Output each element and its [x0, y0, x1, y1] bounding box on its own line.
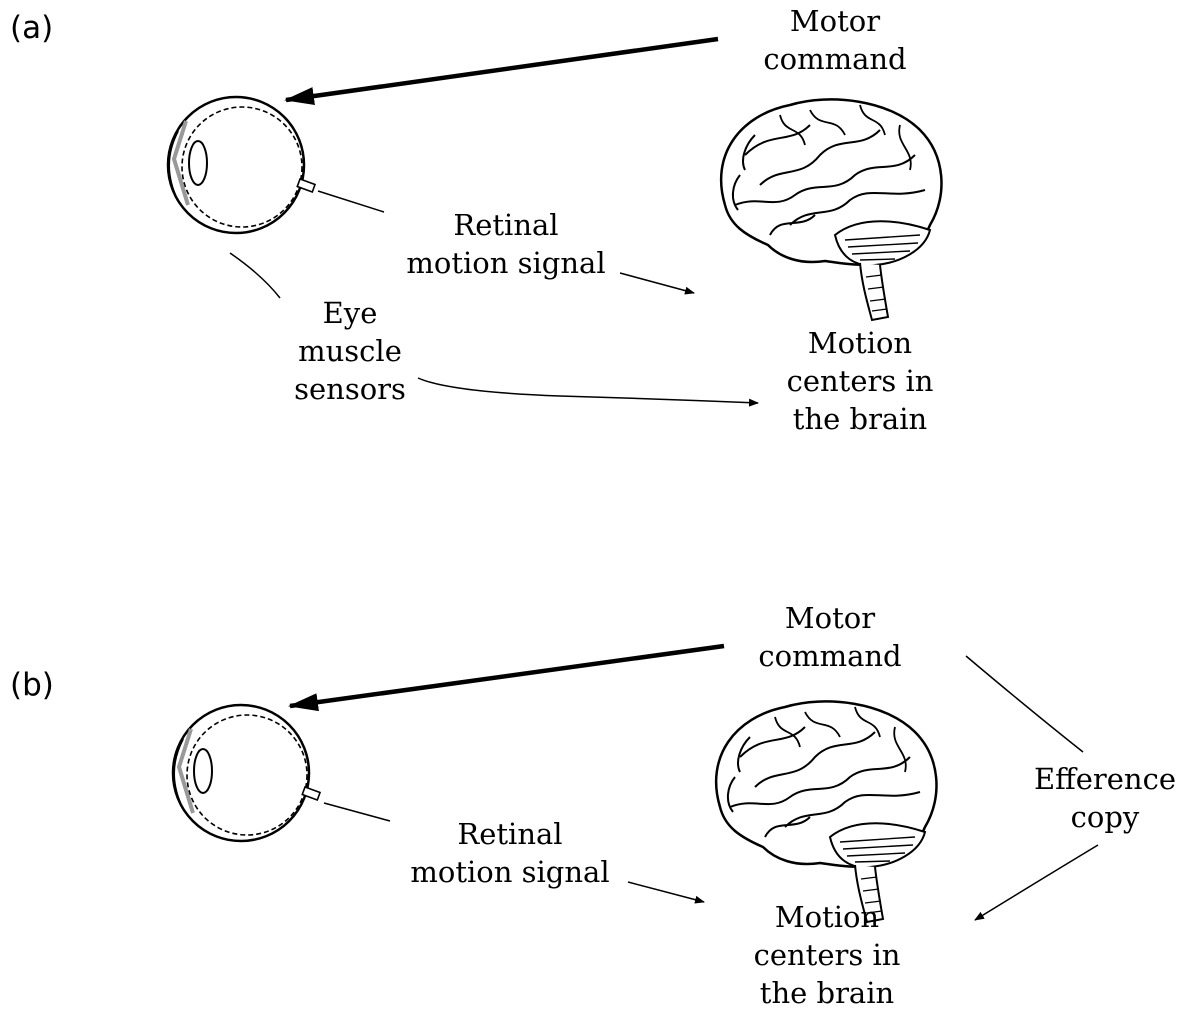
eye-muscle-connector	[229, 252, 281, 299]
motor-command-line-1: Motor	[789, 4, 881, 38]
retinal-signal-line-2: motion signal	[410, 855, 610, 889]
retinal-signal-arrow	[627, 881, 705, 904]
efference-copy-line-1: Efference	[1033, 762, 1177, 796]
motion-centers-line-3: the brain	[759, 976, 895, 1010]
motor-command-line-2: command	[758, 639, 902, 673]
retinal-signal-label: Retinal motion signal	[376, 206, 636, 282]
eye-muscle-arrow	[417, 377, 759, 407]
brain-icon	[719, 98, 943, 322]
eyeball-icon	[166, 95, 318, 235]
motor-command-label: Motor command	[715, 599, 945, 675]
retinal-signal-line-1: Retinal	[457, 817, 563, 851]
efference-copy-label: Efference copy	[1024, 760, 1186, 836]
retinal-signal-connector	[317, 190, 385, 213]
panel-a	[166, 36, 943, 407]
motion-centers-line-1: Motion	[774, 900, 880, 934]
motion-centers-line-2: centers in	[786, 364, 934, 398]
motor-command-arrow	[284, 36, 719, 105]
motion-centers-line-1: Motion	[807, 326, 913, 360]
retinal-signal-connector	[323, 802, 391, 822]
motion-centers-label: Motion centers in the brain	[760, 324, 960, 438]
panel-a-tag: (a)	[10, 10, 54, 46]
motor-command-line-1: Motor	[784, 601, 876, 635]
eye-muscle-line-1: Eye	[322, 296, 378, 330]
motor-command-arrow	[288, 643, 725, 712]
eyeball-icon	[171, 703, 323, 843]
retinal-signal-label: Retinal motion signal	[380, 815, 640, 891]
panel-b	[171, 643, 1099, 924]
efference-copy-line-2: copy	[1070, 800, 1140, 834]
retinal-signal-line-1: Retinal	[453, 208, 559, 242]
retinal-signal-line-2: motion signal	[406, 246, 606, 280]
efference-copy-arrow	[974, 844, 1099, 921]
motion-centers-line-2: centers in	[753, 938, 901, 972]
motion-centers-line-3: the brain	[792, 402, 928, 436]
panel-b-tag: (b)	[10, 667, 54, 703]
retinal-signal-arrow	[619, 272, 695, 295]
eye-muscle-line-2: muscle	[298, 334, 402, 368]
motion-centers-label: Motion centers in the brain	[727, 898, 927, 1012]
eye-muscle-line-3: sensors	[294, 372, 406, 406]
efference-copy-connector	[965, 655, 1084, 753]
motor-command-label: Motor command	[720, 2, 950, 78]
motor-command-line-2: command	[763, 42, 907, 76]
eye-muscle-label: Eye muscle sensors	[270, 294, 430, 408]
brain-icon	[714, 700, 938, 924]
